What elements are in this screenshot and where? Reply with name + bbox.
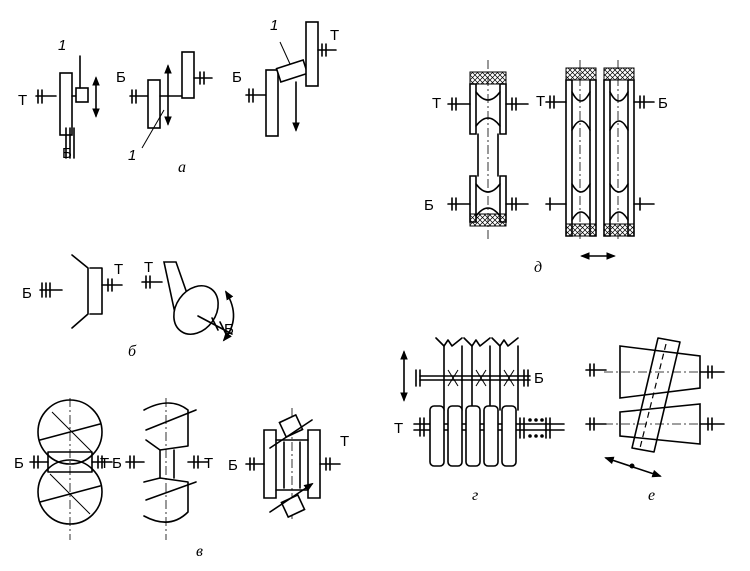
scheme-v-variant-1 xyxy=(29,398,113,540)
scheme-d-left-pair xyxy=(447,60,529,240)
scheme-g xyxy=(400,337,565,467)
scheme-a-variant-3 xyxy=(245,21,337,137)
caption-b: б xyxy=(128,343,137,360)
scheme-v-variant-2 xyxy=(125,398,209,540)
scheme-a-variant-1 xyxy=(35,55,100,159)
label-b-d1: Б xyxy=(424,197,434,214)
caption-e: е xyxy=(648,487,655,504)
label-one-a3: 1 xyxy=(270,17,278,34)
caption-v: в xyxy=(196,543,203,560)
label-t-v2: Т xyxy=(204,455,213,472)
label-b-v2: Б xyxy=(112,455,122,472)
label-t-v1: Т xyxy=(100,455,109,472)
label-t-b1: Т xyxy=(114,261,123,278)
label-b-a2: Б xyxy=(116,69,126,86)
scheme-d xyxy=(447,60,655,260)
scheme-a-variant-2 xyxy=(129,51,213,149)
scheme-d-right-pair xyxy=(545,60,655,260)
scheme-b xyxy=(39,254,235,342)
label-t-v3: Т xyxy=(340,433,349,450)
caption-d: д xyxy=(534,259,542,276)
label-one-a2: 1 xyxy=(128,147,136,164)
label-t-a3: Т xyxy=(330,27,339,44)
label-t-b2: Т xyxy=(144,259,153,276)
letter-labels: Т Б 1 Б 1 Б 1 Т Б Т Т Б Б Т Б Т Б Т Т Б … xyxy=(14,17,668,474)
label-b-v3: Б xyxy=(228,457,238,474)
caption-a: а xyxy=(178,159,186,176)
label-one-a1: 1 xyxy=(58,37,66,54)
scheme-v-variant-3 xyxy=(245,408,341,520)
caption-g: г xyxy=(472,487,478,504)
label-b-a1: Б xyxy=(62,145,72,162)
label-b-b1: Б xyxy=(22,285,32,302)
scheme-b-variant-1 xyxy=(39,254,123,329)
scheme-g-lower-roll-set xyxy=(429,405,517,467)
label-t-a1: Т xyxy=(18,92,27,109)
label-b-g: Б xyxy=(534,370,544,387)
scheme-b-variant-2 xyxy=(141,261,235,342)
label-t-g: Т xyxy=(394,420,403,437)
scheme-a xyxy=(35,21,337,159)
label-b-a3: Б xyxy=(232,69,242,86)
scheme-v xyxy=(29,398,341,540)
scheme-e xyxy=(585,337,725,478)
label-b-b2: Б xyxy=(224,321,234,338)
label-b-d2: Б xyxy=(658,95,668,112)
subfigure-captions: а б в г д е xyxy=(128,159,655,560)
label-t-d1: Т xyxy=(432,95,441,112)
label-t-d2: Т xyxy=(536,93,545,110)
label-b-v1: Б xyxy=(14,455,24,472)
